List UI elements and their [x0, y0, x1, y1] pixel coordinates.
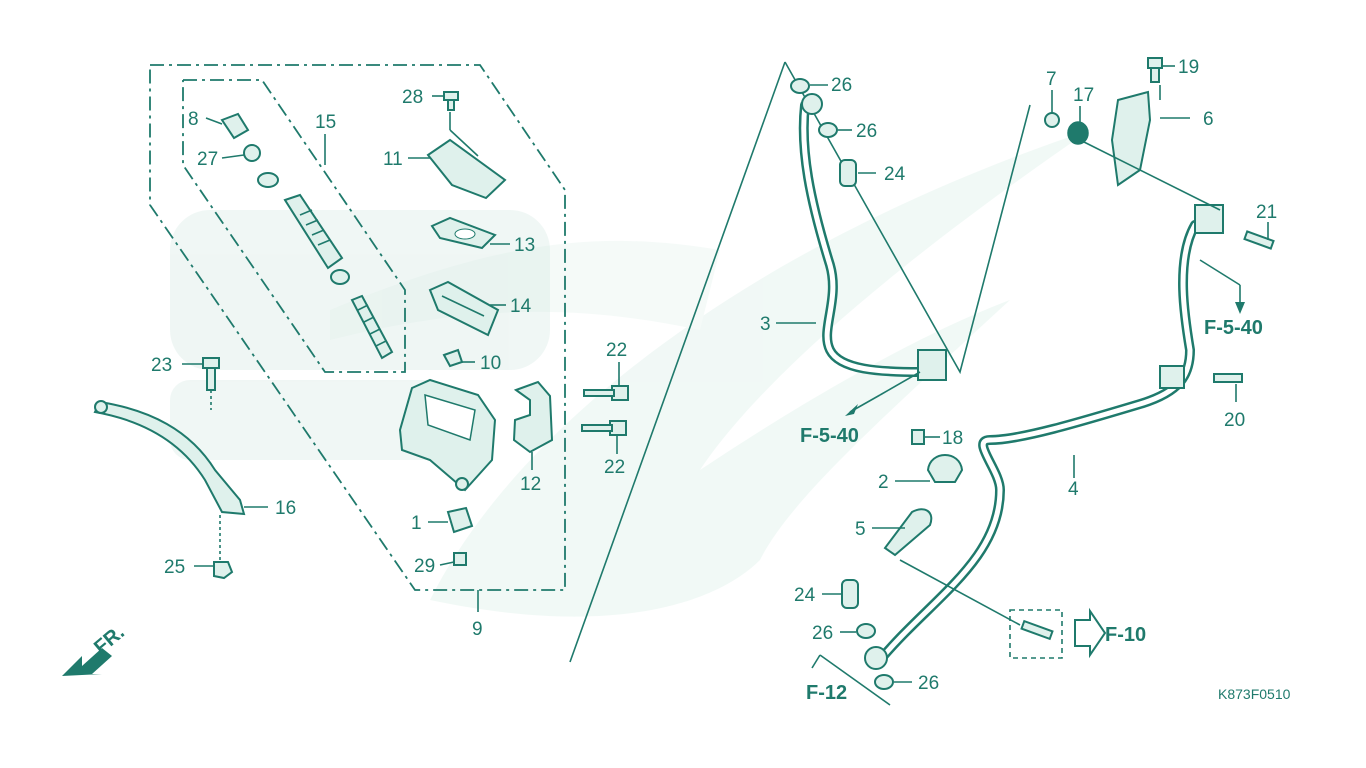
- label-6: 6: [1203, 109, 1214, 130]
- label-14: 14: [510, 296, 532, 317]
- nut-25: [213, 515, 234, 580]
- label-24b: 24: [794, 585, 816, 606]
- master-cylinder-body: [398, 378, 497, 492]
- label-19: 19: [1178, 57, 1199, 78]
- label-10: 10: [480, 353, 501, 374]
- stay-5: [883, 508, 933, 557]
- screw-28: [443, 91, 459, 111]
- diaphragm-14: [428, 280, 500, 337]
- label-18: 18: [942, 428, 963, 449]
- holder-12: [512, 380, 554, 454]
- ref-lines: [811, 259, 1245, 706]
- label-11: 11: [383, 149, 403, 170]
- label-15: 15: [315, 112, 336, 133]
- label-16: 16: [275, 498, 296, 519]
- label-5: 5: [855, 519, 866, 540]
- ref-f540-a: F-5-40: [800, 425, 859, 447]
- label-25: 25: [164, 557, 185, 578]
- bolt-19: [1147, 57, 1163, 83]
- ref-f540-b: F-5-40: [1204, 317, 1263, 339]
- label-29: 29: [414, 556, 435, 577]
- watermark-dots: [170, 210, 550, 460]
- label-26c: 26: [812, 623, 833, 644]
- washers-26-top: [790, 78, 838, 138]
- label-22a: 22: [606, 340, 627, 361]
- assembly-outline-9: [149, 64, 566, 612]
- ref-f12: F-12: [806, 682, 847, 704]
- watermark-wing: [330, 130, 1090, 617]
- grommet-17: [1067, 121, 1089, 145]
- washers-26-bottom: [856, 623, 894, 690]
- front-arrow: FR.: [62, 621, 129, 676]
- front-label: FR.: [90, 621, 129, 659]
- brake-hose-3: [798, 93, 947, 381]
- label-20: 20: [1224, 410, 1245, 431]
- label-3: 3: [760, 314, 771, 335]
- pivot-bolt-23: [202, 357, 220, 410]
- piston-15: [283, 193, 344, 270]
- circlip-27: [243, 144, 261, 162]
- brake-lever: [93, 400, 246, 516]
- stay-6: [1079, 90, 1221, 211]
- bolt-18: [911, 429, 925, 445]
- label-21: 21: [1256, 202, 1277, 223]
- cup-seal: [330, 269, 350, 285]
- bolt-20: [1213, 373, 1243, 383]
- bolt-22b: [581, 420, 627, 436]
- label-13: 13: [514, 235, 535, 256]
- leader-lines: [182, 65, 1269, 683]
- spring: [350, 294, 394, 360]
- label-26b: 26: [856, 121, 877, 142]
- bolt-22a: [583, 385, 629, 401]
- label-26a: 26: [831, 75, 852, 96]
- label-24a: 24: [884, 164, 906, 185]
- label-22b: 22: [604, 457, 625, 478]
- bolt-24-bottom: [841, 579, 859, 609]
- cap-11: [426, 138, 507, 200]
- plate-13: [430, 216, 497, 250]
- label-7: 7: [1046, 69, 1057, 90]
- switch-1: [446, 506, 474, 534]
- label-23: 23: [151, 355, 172, 376]
- ref-f10: F-10: [1105, 624, 1146, 646]
- bolt-24-top: [839, 159, 857, 187]
- bolt-21: [1243, 230, 1275, 250]
- f10-detail: [899, 559, 1107, 659]
- label-28: 28: [402, 87, 423, 108]
- label-17: 17: [1073, 85, 1094, 106]
- boot-8: [220, 112, 250, 140]
- collar-7: [1044, 112, 1060, 128]
- label-2: 2: [878, 472, 889, 493]
- label-8: 8: [188, 109, 199, 130]
- reference-tags: F-5-40 F-5-40 F-10 F-12: [800, 317, 1263, 704]
- label-1: 1: [411, 513, 422, 534]
- label-12: 12: [520, 474, 541, 495]
- label-9: 9: [472, 619, 483, 640]
- clamp-2: [926, 454, 964, 483]
- label-4: 4: [1068, 479, 1079, 500]
- screw-29: [453, 552, 467, 566]
- diagram-code: K873F0510: [1218, 686, 1291, 702]
- brake-hose-4: [864, 204, 1224, 670]
- label-26d: 26: [918, 673, 939, 694]
- callout-labels: 8 27 15 28 11 13 14 10 12 22 22 1 29 9 2…: [151, 57, 1277, 694]
- seal-ring: [257, 172, 279, 188]
- label-27: 27: [197, 149, 218, 170]
